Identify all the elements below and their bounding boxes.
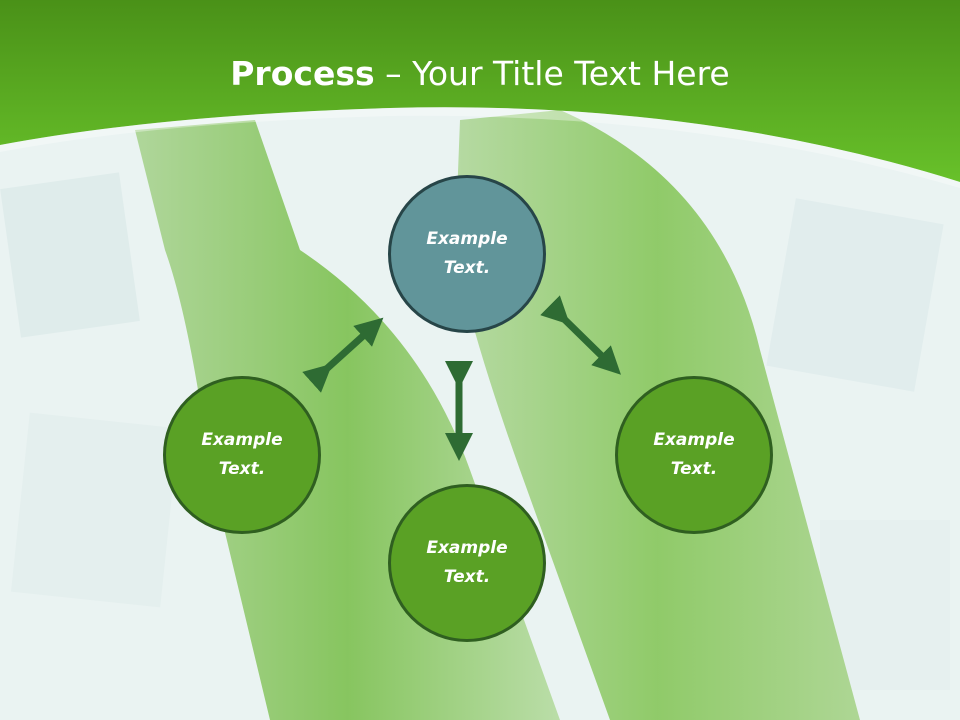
slide-title: Process – Your Title Text Here xyxy=(0,52,960,96)
node-bottom-line1: Example xyxy=(426,538,508,558)
arrow-top-left xyxy=(302,317,384,393)
title-rest: – Your Title Text Here xyxy=(374,54,730,93)
node-left-line1: Example xyxy=(201,430,283,450)
process-node-bottom: Example Text. xyxy=(388,484,546,642)
node-left-line2: Text. xyxy=(218,459,266,479)
node-right-line2: Text. xyxy=(670,459,718,479)
node-top-line2: Text. xyxy=(443,258,491,278)
process-node-top: Example Text. xyxy=(388,175,546,333)
node-right-line1: Example xyxy=(653,430,735,450)
node-bottom-line2: Text. xyxy=(443,567,491,587)
title-bold: Process xyxy=(230,54,375,93)
process-node-right: Example Text. xyxy=(615,376,773,534)
process-node-left: Example Text. xyxy=(163,376,321,534)
arrow-top-right xyxy=(540,295,621,375)
node-top-line1: Example xyxy=(426,229,508,249)
